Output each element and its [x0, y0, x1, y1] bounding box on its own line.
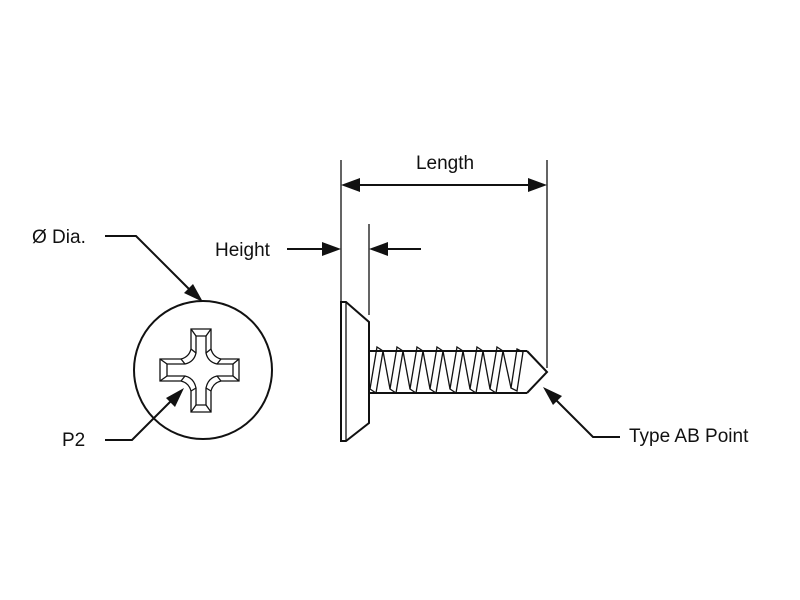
drive-leader [105, 388, 184, 441]
point-label: Type AB Point [629, 426, 749, 447]
screw-head-side [340, 301, 370, 442]
diameter-leader [105, 235, 203, 302]
diameter-label: Ø Dia. [32, 227, 86, 248]
height-label: Height [215, 240, 271, 261]
length-dimension [340, 160, 548, 368]
screw-threads [369, 345, 524, 395]
screw-side-view [340, 301, 549, 442]
height-dimension [287, 224, 421, 315]
type-ab-point [526, 350, 549, 394]
head-top-view [133, 300, 273, 440]
length-label: Length [416, 153, 474, 174]
drive-label: P2 [62, 430, 85, 451]
phillips-recess-icon [159, 328, 240, 413]
head-outline-circle [133, 300, 273, 440]
point-leader [543, 387, 620, 438]
